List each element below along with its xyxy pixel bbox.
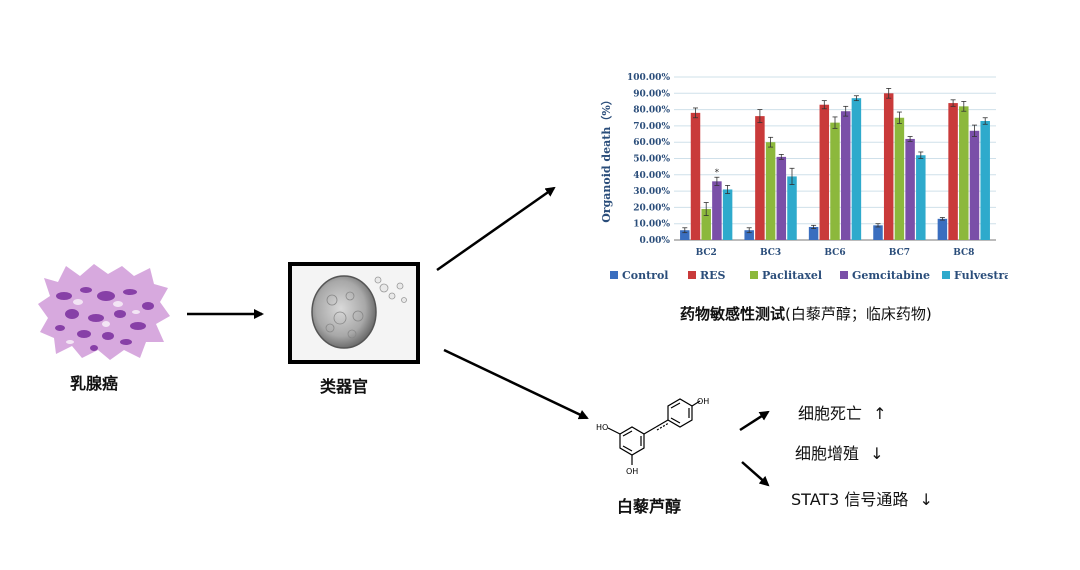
y-tick-label: 100.00% (627, 73, 670, 83)
arrow-organoid-to-chart (436, 186, 556, 272)
bar-paclitaxel-bc7 (894, 117, 905, 240)
oh-bottom-label: OH (626, 467, 638, 476)
vinyl-bond-2 (655, 419, 669, 428)
chart-caption-rest: (白藜芦醇；临床药物) (785, 305, 932, 323)
arrow-drug-to-stat3 (741, 461, 770, 487)
y-tick-label: 60.00% (633, 138, 670, 148)
arrow-drug-to-death (739, 410, 770, 432)
x-tick-label: BC7 (889, 248, 910, 258)
legend-swatch-fulvestrant (942, 271, 950, 279)
legend-swatch-res (688, 271, 696, 279)
bar-paclitaxel-bc2 (701, 209, 711, 240)
organoid-image (288, 262, 420, 364)
bar-control-bc8 (937, 218, 948, 240)
effect-cell-death-text: 细胞死亡 (798, 404, 863, 423)
y-tick-label: 40.00% (633, 171, 670, 181)
bar-res-bc2 (690, 112, 701, 240)
bar-res-bc3 (755, 116, 765, 240)
y-tick-label: 30.00% (633, 187, 670, 197)
y-tick-label: 90.00% (633, 89, 670, 99)
chart-caption: 药物敏感性测试(白藜芦醇；临床药物) (680, 303, 932, 324)
bar-paclitaxel-bc6 (830, 122, 840, 240)
organoid-death-bar-chart: 0.00% 10.00% 20.00% 30.00% 40.00% 50.00% 60.00… (600, 73, 1008, 282)
legend-label-paclitaxel: Paclitaxel (762, 269, 822, 282)
left-benzene-ring (619, 426, 645, 456)
bar-paclitaxel-bc8 (959, 106, 969, 240)
y-tick-label: 50.00% (633, 155, 670, 165)
vinyl-bond-1 (643, 426, 657, 435)
legend-swatch-paclitaxel (750, 271, 758, 279)
up-arrow-icon: ↑ (873, 404, 887, 423)
effect-cell-death: 细胞死亡 ↑ (798, 400, 887, 424)
bar-fulvestrant-bc3 (787, 176, 797, 240)
legend-label-gemcitabine: Gemcitabine (852, 269, 930, 282)
legend-swatch-control (610, 271, 618, 279)
chart-caption-bold: 药物敏感性测试 (680, 305, 786, 323)
resveratrol-structure: HO OH OH (596, 398, 709, 476)
legend-label-control: Control (622, 269, 668, 282)
effect-cell-proliferation: 细胞增殖 ↓ (795, 440, 884, 464)
bar-control-bc6 (808, 226, 819, 240)
bar-gemcitabine-bc6 (840, 111, 851, 240)
y-tick-label: 80.00% (633, 106, 670, 116)
y-axis-label: Organoid death（%） (600, 94, 613, 223)
x-tick-label: BC6 (824, 248, 845, 258)
bar-gemcitabine-bc2 (712, 181, 722, 240)
legend-label-fulvestrant: Fulvestrant (954, 269, 1008, 282)
x-tick-label: BC3 (760, 248, 781, 258)
x-tick-label: BC2 (696, 248, 717, 258)
bar-res-bc7 (883, 93, 894, 240)
bar-control-bc2 (680, 230, 690, 240)
bar-gemcitabine-bc3 (776, 156, 787, 240)
y-tick-label: 10.00% (633, 220, 670, 230)
bar-fulvestrant-bc7 (916, 155, 926, 240)
bar-fulvestrant-bc6 (851, 98, 862, 240)
bar-gemcitabine-bc8 (969, 130, 980, 240)
significance-annotation: * (715, 168, 720, 178)
bar-control-bc3 (744, 230, 754, 240)
bar-paclitaxel-bc3 (765, 142, 776, 240)
down-arrow-icon: ↓ (870, 444, 884, 463)
bar-res-bc8 (948, 103, 958, 240)
organoid-sphere (311, 275, 407, 349)
legend-label-res: RES (700, 269, 726, 282)
ho-left-label: HO (596, 423, 608, 432)
oh-top-label: OH (697, 398, 709, 406)
bar-fulvestrant-bc8 (980, 121, 990, 240)
x-tick-label: BC8 (953, 248, 974, 258)
y-tick-label: 0.00% (640, 236, 671, 246)
bar-res-bc6 (819, 104, 830, 241)
bar-fulvestrant-bc2 (722, 189, 733, 240)
breast-cancer-tissue-image (38, 264, 170, 360)
organoid-label: 类器官 (320, 377, 369, 396)
legend-swatch-gemcitabine (840, 271, 848, 279)
drug-label: 白藜芦醇 (617, 497, 682, 516)
effect-cell-proliferation-text: 细胞增殖 (795, 444, 860, 463)
tissue-label: 乳腺癌 (70, 374, 119, 393)
effect-stat3-pathway-text: STAT3 信号通路 (791, 490, 909, 509)
arrow-organoid-to-drug (443, 348, 589, 420)
down-arrow-icon: ↓ (919, 490, 933, 509)
effect-stat3-pathway: STAT3 信号通路 ↓ (791, 486, 933, 510)
y-tick-label: 20.00% (633, 203, 670, 213)
bar-control-bc7 (873, 225, 883, 240)
right-benzene-ring (667, 398, 693, 428)
y-tick-label: 70.00% (633, 122, 670, 132)
bar-gemcitabine-bc7 (905, 138, 915, 240)
